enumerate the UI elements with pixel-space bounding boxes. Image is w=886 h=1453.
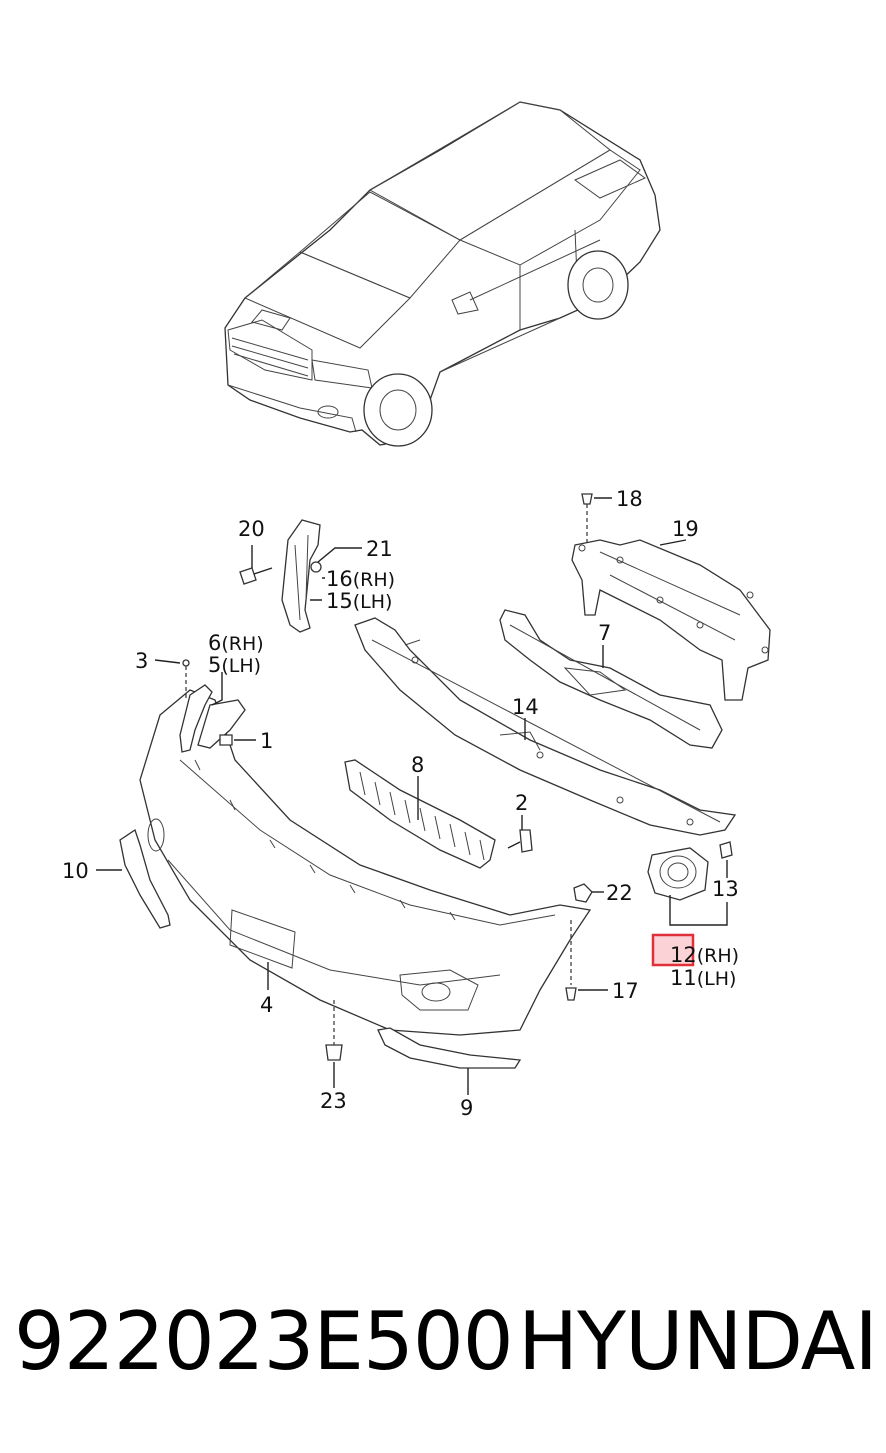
part-2-clip — [507, 829, 533, 853]
callout-19: 19 — [672, 517, 699, 541]
callout-3: 3 — [135, 649, 148, 673]
part-10-side-strip — [119, 828, 171, 929]
callout-13: 13 — [712, 877, 739, 901]
part-14-shape — [354, 617, 737, 836]
callout-16: 16(RH) — [326, 567, 395, 591]
callout-20: 20 — [238, 517, 265, 541]
callout-8: 8 — [411, 753, 424, 777]
part-5-6-side-bracket — [179, 684, 246, 753]
callout-4: 4 — [260, 993, 273, 1017]
vehicle-illustration — [224, 101, 661, 447]
part-9-lower-strip — [377, 1027, 522, 1069]
callout-1: 1 — [260, 729, 273, 753]
callout-17: 17 — [612, 979, 639, 1003]
part-3-screw — [182, 659, 190, 700]
callout-10: 10 — [62, 859, 89, 883]
callout-labels: 20 21 16(RH) 15(LH) 18 19 3 6(RH) 5(LH) … — [62, 487, 739, 1120]
callout-14: 14 — [512, 695, 539, 719]
part-number: 922023E500 — [14, 1295, 514, 1388]
part-13-screw — [719, 841, 733, 859]
part-19-shape — [571, 539, 771, 701]
part-7-shape — [499, 609, 723, 749]
brand-name: HYUNDAI — [518, 1295, 878, 1388]
part-11-12-fog-lamp — [647, 847, 709, 901]
callout-12: 12(RH) — [670, 943, 739, 967]
part-20-bolt — [239, 567, 273, 585]
callout-2: 2 — [515, 791, 528, 815]
callout-21: 21 — [366, 537, 393, 561]
callout-15: 15(LH) — [326, 589, 392, 613]
part-4-bumper-cover — [139, 689, 592, 1036]
highlight-box-12 — [651, 933, 695, 967]
callout-22: 22 — [606, 881, 633, 905]
part-15-16-bracket — [281, 519, 322, 633]
part-1-clip — [219, 734, 233, 746]
footer-caption: 922023E500 HYUNDAI — [0, 1292, 886, 1412]
callout-6: 6(RH) — [208, 631, 264, 655]
part-17-screw — [565, 920, 577, 1001]
part-18-clip — [581, 493, 593, 545]
callout-23: 23 — [320, 1089, 347, 1113]
callout-9: 9 — [460, 1096, 473, 1120]
part-22-nut — [573, 883, 593, 903]
callout-5: 5(LH) — [208, 653, 261, 677]
callout-7: 7 — [598, 621, 611, 645]
leader-lines — [96, 497, 728, 1095]
callout-11: 11(LH) — [670, 966, 736, 990]
part-23-fastener — [325, 1000, 343, 1061]
part-8-grille-insert — [344, 759, 496, 869]
callout-18: 18 — [616, 487, 643, 511]
